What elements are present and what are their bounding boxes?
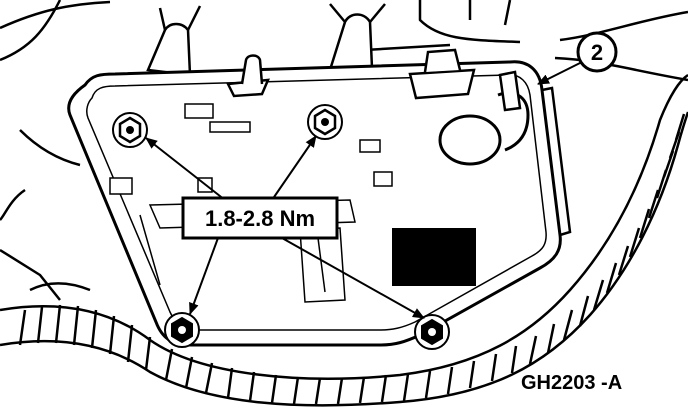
label-pad (392, 228, 476, 286)
leader-to-bolt-bottom-left (189, 237, 219, 315)
callout-2: 2 (537, 31, 618, 85)
torque-leaders (145, 135, 425, 319)
torque-spec-box: 1.8-2.8 Nm (181, 196, 339, 240)
hose-brackets (226, 48, 522, 112)
torque-spec-label: 1.8-2.8 Nm (205, 206, 315, 231)
bolt-bottom-right (414, 314, 450, 350)
leader-to-bolt-top-center (271, 135, 317, 201)
wiring-loom (0, 73, 688, 407)
leader-to-bolt-top-left (145, 137, 226, 201)
bolt-bottom-left (164, 312, 200, 348)
background-pipes (146, 0, 512, 77)
bolt-top-left (112, 112, 148, 148)
mounting-boss (438, 114, 502, 166)
background-structure (0, 0, 688, 301)
leader-to-bolt-bottom-right (281, 237, 425, 319)
figure-id: GH2203 -A (521, 372, 623, 394)
callout-number: 2 (591, 40, 603, 65)
bolt-top-center (307, 104, 343, 140)
